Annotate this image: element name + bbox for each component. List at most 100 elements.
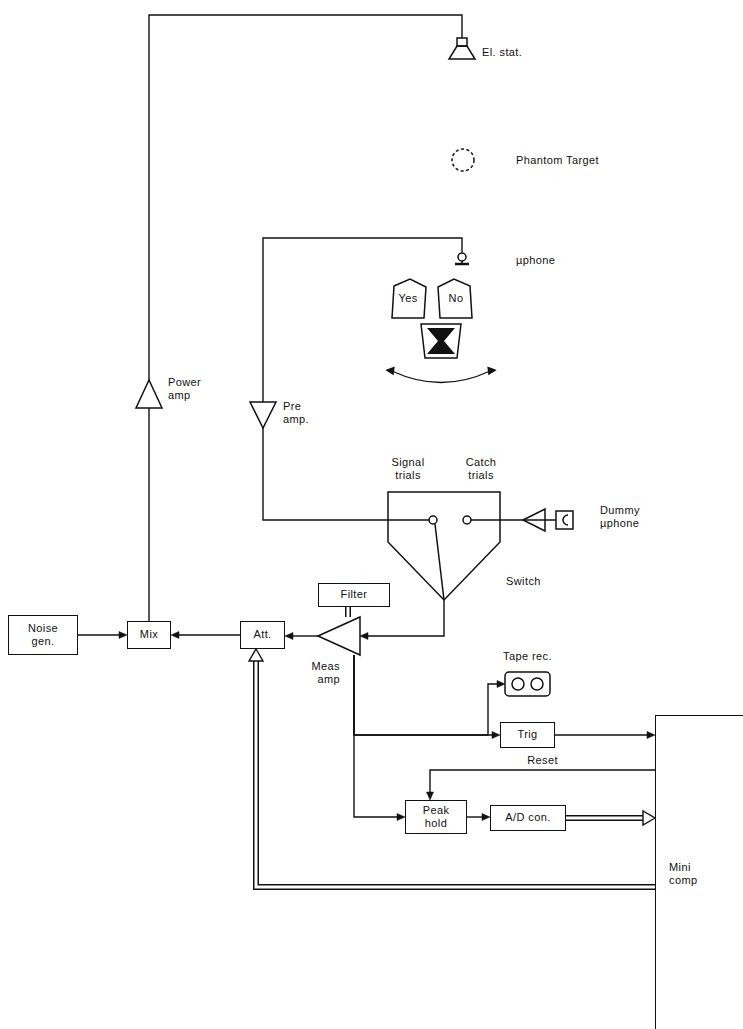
signal-connector bbox=[354, 655, 505, 735]
response-key: Yes bbox=[388, 278, 428, 320]
signal-connector bbox=[427, 770, 656, 800]
arrow-head bbox=[497, 681, 505, 688]
response-key: No bbox=[436, 278, 476, 320]
tape-recorder-stroke bbox=[512, 678, 524, 690]
attenuator-box: Att. bbox=[240, 621, 285, 649]
amplifier-symbol-outline bbox=[136, 380, 162, 408]
microphone-symbol-outline bbox=[452, 252, 472, 270]
node-label: Att. bbox=[253, 628, 271, 641]
amplifier-symbol-stroke bbox=[318, 617, 360, 655]
node-label: Catch trials bbox=[456, 456, 506, 482]
switch-box-stroke bbox=[435, 524, 444, 600]
arrow-head bbox=[360, 633, 368, 640]
node-label: Phantom Target bbox=[516, 154, 599, 167]
arrow-head bbox=[397, 814, 405, 821]
node-label: El. stat. bbox=[482, 46, 522, 59]
signal-connector bbox=[354, 655, 500, 739]
node-label: Power amp bbox=[168, 376, 204, 402]
electrostatic-speaker-outline bbox=[448, 38, 476, 60]
noise-generator-box: Noise gen. bbox=[8, 615, 78, 655]
node-label: µphone bbox=[516, 254, 555, 267]
signal-connector bbox=[555, 732, 655, 739]
microphone-symbol: µphone bbox=[452, 252, 472, 270]
phantom-target: Phantom Target bbox=[450, 147, 476, 173]
arrow-head bbox=[285, 633, 293, 640]
bus-connector bbox=[249, 649, 655, 887]
signal-connector bbox=[171, 632, 240, 639]
amplifier-symbol-stroke bbox=[250, 402, 276, 428]
arrow-head bbox=[385, 366, 397, 377]
connector-line bbox=[430, 770, 655, 792]
switch-box: Signal trialsCatch trialsSwitch bbox=[388, 492, 500, 600]
signal-connector bbox=[467, 814, 490, 821]
connector-line bbox=[263, 238, 462, 402]
amplifier-symbol: Meas amp bbox=[318, 617, 360, 655]
signal-connector bbox=[149, 15, 462, 380]
signal-connector bbox=[149, 408, 150, 621]
node-label: Meas amp bbox=[294, 660, 340, 686]
signal-connector bbox=[263, 238, 462, 402]
node-label: Trig bbox=[517, 728, 537, 741]
signal-connector bbox=[500, 520, 556, 521]
connector-line bbox=[78, 634, 119, 635]
tape-recorder-outline bbox=[505, 672, 550, 696]
arrow-head bbox=[482, 814, 490, 821]
node-label: Yes bbox=[388, 292, 428, 305]
signal-connector bbox=[78, 632, 127, 639]
minicomputer-box: Mini comp bbox=[655, 715, 743, 1029]
tape-recorder-stroke bbox=[505, 672, 550, 696]
node-label: Noise gen. bbox=[21, 622, 65, 648]
node-label: Pre amp. bbox=[283, 400, 317, 426]
signal-connector bbox=[263, 428, 388, 520]
bus-outer-line bbox=[566, 815, 643, 821]
arrow-head bbox=[643, 811, 655, 825]
bus-inner-line bbox=[347, 607, 350, 617]
node-label: Dummy µphone bbox=[600, 504, 648, 530]
microphone-symbol-stroke bbox=[458, 253, 466, 261]
arrow-head bbox=[485, 366, 497, 377]
switch-box-stroke bbox=[471, 519, 500, 521]
signal-connector bbox=[285, 633, 318, 640]
connector-line bbox=[263, 428, 388, 520]
switch-box-stroke bbox=[388, 519, 429, 521]
bus-connector bbox=[566, 811, 655, 825]
bus-outer-line bbox=[345, 607, 351, 617]
amplifier-symbol: Pre amp. bbox=[250, 402, 276, 428]
connector-line bbox=[500, 519, 556, 520]
connector-line bbox=[354, 655, 492, 735]
node-label: Mini comp bbox=[669, 861, 703, 887]
switch-box-outline bbox=[388, 492, 500, 600]
converter-box: A/D con. bbox=[490, 805, 566, 831]
amplifier-symbol-outline bbox=[318, 617, 360, 655]
arrow-head bbox=[119, 632, 127, 639]
connector-line bbox=[354, 655, 397, 817]
electrostatic-speaker-stroke bbox=[457, 38, 467, 46]
arrow-head bbox=[647, 732, 655, 739]
peak-hold-box: Peak hold bbox=[405, 800, 467, 834]
bus-inner-line bbox=[256, 661, 655, 887]
bus-inner-line bbox=[566, 817, 643, 820]
tape-recorder: Tape rec. bbox=[505, 672, 550, 696]
dummy-microphone-outline bbox=[556, 510, 574, 530]
head-mark bbox=[427, 328, 455, 354]
rotation-arc bbox=[392, 371, 490, 383]
mixer-box: Mix bbox=[127, 621, 171, 649]
amplifier-symbol: Power amp bbox=[136, 380, 162, 408]
dummy-microphone-stroke bbox=[556, 511, 573, 529]
signal-label: Reset bbox=[525, 754, 560, 767]
bus-connector bbox=[348, 607, 349, 617]
switch-box-stroke bbox=[429, 516, 437, 524]
node-label: Switch bbox=[506, 575, 541, 588]
connector-line bbox=[179, 634, 240, 635]
node-label: Signal trials bbox=[383, 456, 433, 482]
amplifier-symbol-outline bbox=[250, 402, 276, 428]
node-label: No bbox=[436, 292, 476, 305]
arrow-head bbox=[427, 792, 434, 800]
switch-box-stroke bbox=[388, 492, 500, 600]
arrow-head bbox=[492, 732, 500, 739]
filter-box: Filter bbox=[318, 583, 390, 607]
tape-recorder-stroke bbox=[531, 678, 543, 690]
node-label: Filter bbox=[341, 588, 368, 601]
subject-head bbox=[421, 324, 461, 358]
